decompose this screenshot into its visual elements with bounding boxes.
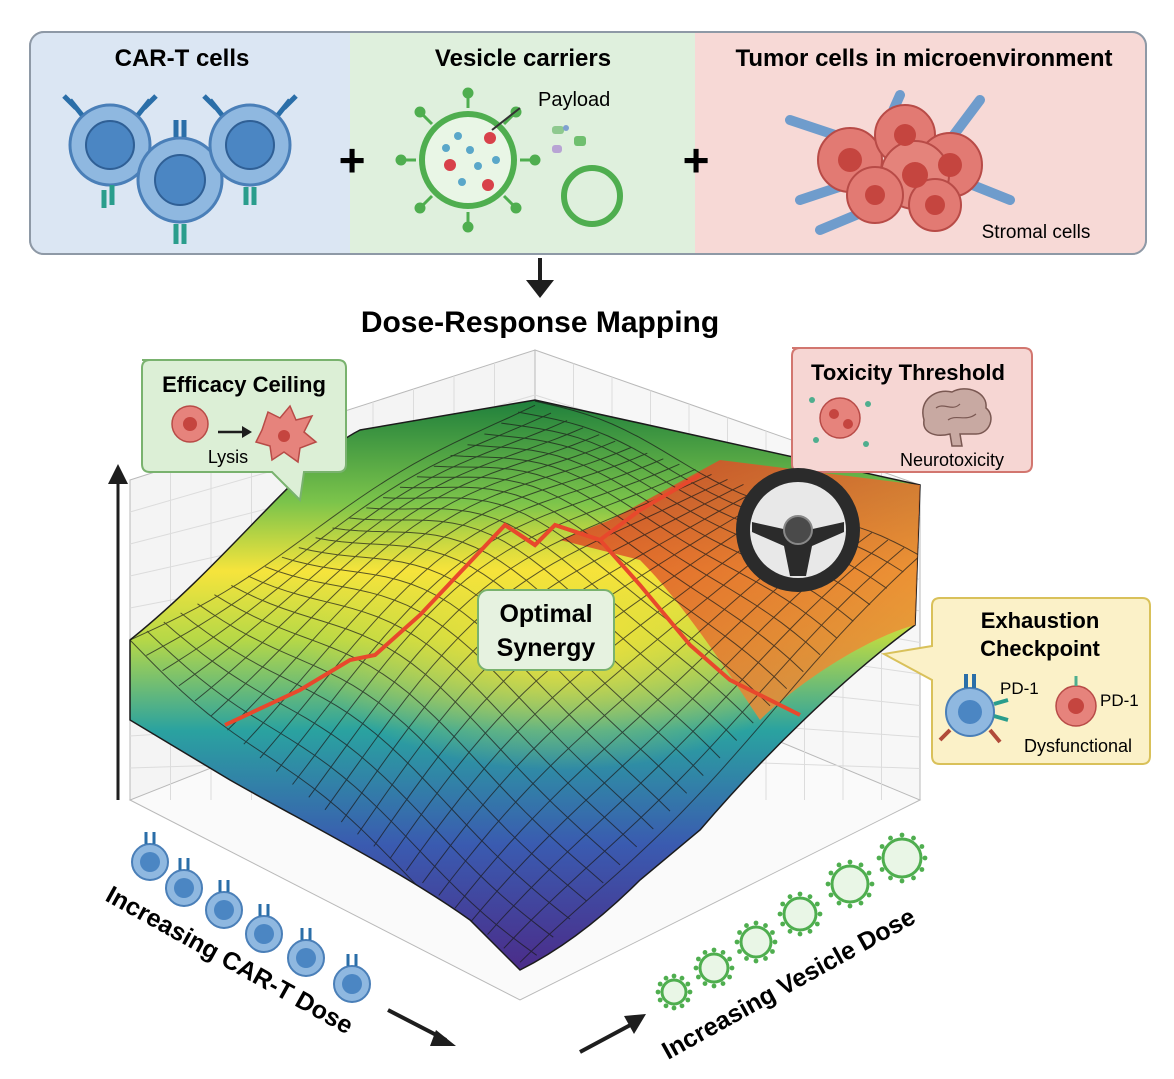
cart-cell-icon: [101, 120, 224, 244]
vesicle-panel-bg: [350, 32, 695, 254]
tumor-cell-icon: [171, 405, 209, 443]
synergy-line2: Synergy: [497, 634, 596, 662]
optimal-synergy-label: Optimal Synergy: [477, 589, 615, 671]
vertical-axis-arrow: [108, 464, 128, 800]
arrow-right-icon: [218, 426, 252, 438]
cart-axis-arrow-icon: [387, 1008, 456, 1046]
vesicle-icon: [395, 87, 541, 233]
empty-vesicle-icon: [561, 165, 623, 227]
brain-icon: [922, 388, 992, 447]
main-title: Dose-Response Mapping: [361, 306, 719, 339]
vesicle-dose-icon: [734, 920, 778, 964]
dysfunctional-label: Dysfunctional: [1024, 736, 1132, 756]
plus-sign: +: [339, 134, 366, 186]
neurotoxicity-label: Neurotoxicity: [900, 450, 1004, 470]
toxicity-threshold-title: Toxicity Threshold: [811, 360, 1005, 385]
cart-dose-cell-icon: [205, 880, 243, 929]
vesicle-dose-icon: [655, 973, 693, 1011]
cart-dose-cell-icon: [333, 954, 371, 1003]
lysed-cell-icon: [254, 404, 318, 464]
efficacy-ceiling-callout: Efficacy Ceiling Lysis: [141, 359, 347, 503]
steering-wheel-icon: [736, 468, 860, 592]
arrow-down-icon: [526, 258, 554, 298]
tumor-panel-title: Tumor cells in microenvironment: [736, 45, 1113, 72]
exhaustion-title-line1: Exhaustion: [981, 608, 1100, 633]
lysis-label: Lysis: [208, 447, 248, 467]
pd1-right-label: PD-1: [1100, 691, 1139, 710]
cart-dose-cells: [131, 832, 371, 1003]
vesicle-dose-icon: [825, 859, 875, 909]
cart-panel-title: CAR-T cells: [115, 45, 250, 72]
cart-dose-cell-icon: [245, 904, 283, 953]
payload-label: Payload: [538, 89, 610, 111]
synergy-line1: Optimal: [499, 600, 592, 628]
toxicity-threshold-callout: Toxicity Threshold Neurotoxicity: [791, 347, 1033, 473]
cart-dose-cell-icon: [287, 928, 325, 977]
vesicle-dose-icon: [876, 832, 928, 884]
vesicle-dose-icon: [777, 891, 823, 937]
efficacy-ceiling-title: Efficacy Ceiling: [162, 372, 326, 397]
payload-molecules-icon: [552, 125, 586, 153]
cart-cell-icon: [202, 94, 298, 205]
pd1-left-label: PD-1: [1000, 679, 1039, 698]
plus-sign: +: [683, 134, 710, 186]
exhausted-t-cell-icon: [938, 674, 1009, 744]
tumor-cell-pd1-icon: [1055, 676, 1097, 727]
vesicle-dose-icon: [693, 947, 735, 989]
payload-pointer: [491, 107, 521, 131]
stromal-cells-label: Stromal cells: [982, 222, 1091, 243]
exhaustion-title-line2: Checkpoint: [980, 636, 1100, 661]
top-panel: CAR-T cells Vesicle carriers Tumor cells…: [29, 31, 1147, 255]
cart-dose-cell-icon: [131, 832, 169, 881]
exhaustion-checkpoint-callout: Exhaustion Checkpoint PD-1 PD-1 Dysfunct…: [880, 597, 1151, 765]
vesicle-panel-title: Vesicle carriers: [435, 45, 611, 72]
tumor-cluster-icon: [785, 90, 1015, 235]
vesicle-dose-vesicles: [655, 832, 928, 1011]
dying-cell-icon: [809, 397, 871, 447]
vesicle-axis-arrow-icon: [579, 1014, 646, 1054]
cart-dose-cell-icon: [165, 858, 203, 907]
